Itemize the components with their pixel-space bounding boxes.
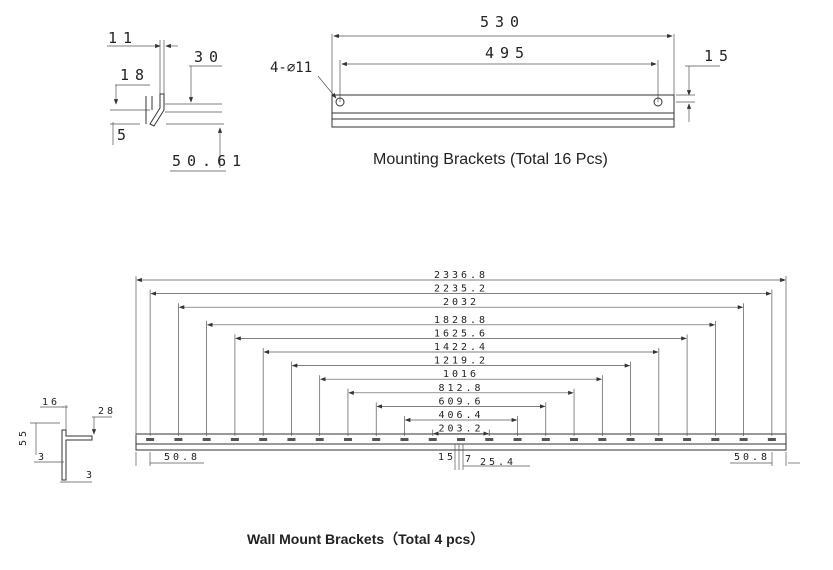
span-dimension: 609.6 xyxy=(375,396,547,436)
wall-slot xyxy=(570,438,579,441)
span-label: 609.6 xyxy=(438,396,483,407)
dim-11: 11 xyxy=(108,29,138,47)
dim-530: 530 xyxy=(480,13,525,31)
dim-50-61: 50.61 xyxy=(172,152,247,170)
wall-slot xyxy=(513,438,522,441)
span-dimension: 812.8 xyxy=(347,383,575,436)
wall-slot xyxy=(174,438,183,441)
dim-50-8-left: 50.8 xyxy=(164,452,200,463)
dim-3-bottom: 3 xyxy=(86,470,95,481)
wall-slot xyxy=(654,438,663,441)
span-dimension: 1219.2 xyxy=(291,356,631,436)
wall-slot xyxy=(767,438,776,441)
span-label: 812.8 xyxy=(438,383,483,394)
span-dimension: 1422.4 xyxy=(262,342,660,436)
wall-slot xyxy=(343,438,352,441)
wall-slot xyxy=(230,438,239,441)
wall-slot xyxy=(683,438,692,441)
wall-slot xyxy=(541,438,550,441)
span-label: 406.4 xyxy=(438,410,483,421)
span-label: 2032 xyxy=(443,297,479,308)
wall-slot xyxy=(711,438,720,441)
wall-slot xyxy=(259,438,268,441)
wall-slot xyxy=(202,438,211,441)
mounting-front-view: 530 495 4-⌀11 15 Mounting Brackets (Tota… xyxy=(270,13,734,168)
dim-495: 495 xyxy=(485,44,530,62)
span-dimension: 406.4 xyxy=(404,410,518,436)
span-dimension: 1016 xyxy=(319,369,603,436)
wall-slot xyxy=(457,438,465,441)
span-label: 2235.2 xyxy=(434,284,488,295)
span-label: 203.2 xyxy=(438,424,483,435)
wall-slot xyxy=(626,438,635,441)
span-dimension: 2336.8 xyxy=(135,270,787,436)
dim-4-holes: 4-⌀11 xyxy=(270,60,312,76)
dim-15-center: 15 xyxy=(438,452,456,463)
dim-50-8-right: 50.8 xyxy=(734,452,770,463)
span-dimension: 2235.2 xyxy=(149,284,773,436)
dim-55: 55 xyxy=(18,428,29,446)
wall-slot xyxy=(598,438,607,441)
wall-slot xyxy=(315,438,324,441)
wall-slot xyxy=(372,438,381,441)
span-label: 2336.8 xyxy=(434,270,488,281)
dim-7-center: 7 xyxy=(465,454,474,465)
span-label: 1016 xyxy=(443,369,479,380)
wall-slot xyxy=(485,438,494,441)
span-label: 1625.6 xyxy=(434,328,488,339)
dim-5: 5 xyxy=(117,126,132,144)
span-label: 1219.2 xyxy=(434,356,488,367)
mounting-profile-view: 11 30 18 5 50.61 xyxy=(107,29,247,172)
mounting-caption: Mounting Brackets (Total 16 Pcs) xyxy=(373,151,608,168)
span-label: 1828.8 xyxy=(434,315,488,326)
wall-slot xyxy=(739,438,748,441)
wall-front-view: 2336.8 2235.2 2032 1828.8 1625.6 1422.4 1219.2… xyxy=(135,270,800,470)
span-dimension: 1625.6 xyxy=(234,328,688,436)
wall-slot xyxy=(146,438,155,441)
span-label: 1422.4 xyxy=(434,342,488,353)
dim-3-left: 3 xyxy=(38,452,47,463)
span-dimension: 1828.8 xyxy=(206,315,716,436)
span-dimension: 2032 xyxy=(178,297,744,436)
dim-30: 30 xyxy=(194,48,224,66)
wall-slot xyxy=(428,438,437,441)
dim-18: 18 xyxy=(120,66,150,84)
wall-span-dimensions: 2336.8 2235.2 2032 1828.8 1625.6 1422.4 1219.2… xyxy=(135,270,787,436)
wall-slot xyxy=(400,438,409,441)
dim-15-top: 15 xyxy=(704,47,734,65)
dim-16: 16 xyxy=(42,397,60,408)
dim-25-4: 25.4 xyxy=(480,457,516,468)
span-dimension: 203.2 xyxy=(432,424,490,436)
dim-28: 28 xyxy=(98,406,116,417)
wall-slot xyxy=(287,438,296,441)
wall-slots xyxy=(146,438,776,441)
wall-caption: Wall Mount Brackets（Total 4 pcs） xyxy=(247,531,484,547)
wall-profile-view: 16 28 55 3 3 xyxy=(18,397,116,483)
